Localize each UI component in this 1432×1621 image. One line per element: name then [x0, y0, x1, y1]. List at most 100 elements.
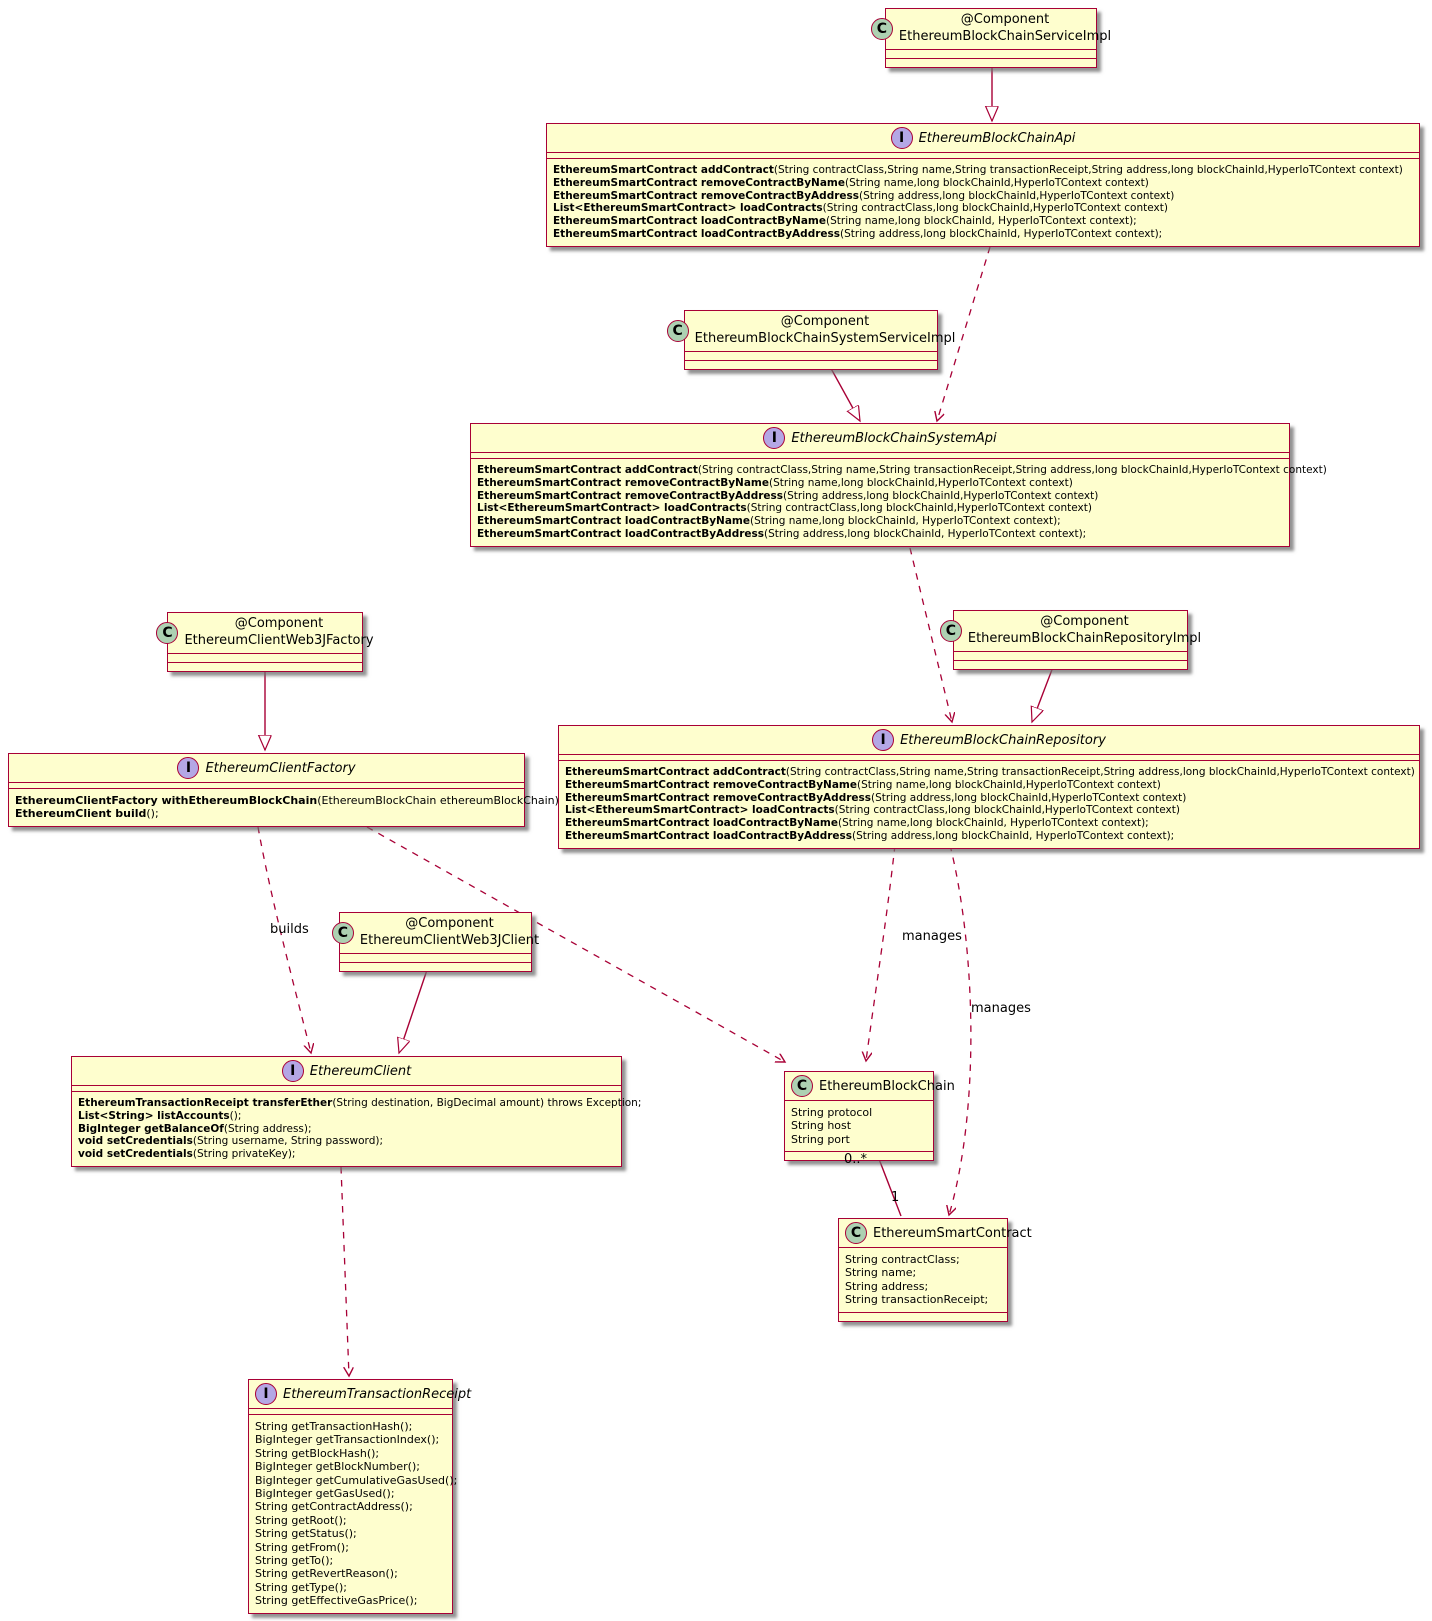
method-line: EthereumSmartContract loadContractByName…	[565, 817, 1149, 830]
method-line: BigInteger getCumulativeGasUsed();	[255, 1473, 458, 1487]
fields-compartment	[340, 952, 531, 962]
interface-icon: I	[763, 427, 786, 449]
method-line: EthereumSmartContract removeContractByAd…	[477, 489, 1099, 502]
interface-icon: I	[281, 1060, 304, 1082]
class-icon: C	[666, 319, 689, 342]
stereotype: @Component	[780, 314, 870, 329]
interface-name: EthereumClientFactory	[205, 760, 356, 776]
edge-dependency-repository-manages-blockchain	[866, 844, 896, 1061]
edge-aggregation-blockchain-smartcontract	[878, 1158, 902, 1217]
edge-dependency-systemapi-to-repository	[909, 547, 952, 722]
methods-compartment: EthereumSmartContract addContract(String…	[471, 458, 1327, 546]
method-line: String getStatus();	[255, 1527, 357, 1541]
method-line: String getFrom();	[255, 1540, 349, 1554]
fields-compartment	[471, 452, 1289, 458]
methods-compartment: String getTransactionHash(); BigInteger …	[249, 1414, 458, 1613]
interface-name: EthereumBlockChainApi	[918, 130, 1076, 146]
methods-compartment	[954, 659, 1187, 669]
edge-dependency-clientfactory-builds-client	[257, 826, 311, 1053]
method-line: EthereumTransactionReceipt transferEther…	[78, 1097, 642, 1109]
edge-realization-web3jclient-to-client	[399, 966, 429, 1053]
name: EthereumBlockChainServiceImpl	[898, 28, 1112, 44]
methods-compartment: EthereumClientFactory withEthereumBlockC…	[9, 788, 563, 826]
class-title: C @Component EthereumBlockChainSystemSer…	[666, 311, 955, 351]
name: EthereumBlockChainRepositoryImpl	[967, 630, 1202, 646]
method-line: String getRoot();	[255, 1513, 347, 1527]
method-line: EthereumSmartContract removeContractByAd…	[553, 189, 1175, 202]
fields-compartment	[559, 754, 1419, 760]
interface-title: I EthereumBlockChainSystemApi	[471, 424, 1289, 452]
class-box-ethereum-smart-contract: C EthereumSmartContract String contractC…	[838, 1218, 1032, 1322]
class-box-ethereum-blockchain: C EthereumBlockChain String protocol Str…	[784, 1071, 955, 1162]
edge-label-manages-smartcontract: manages	[971, 1001, 1031, 1016]
interface-box-ethereum-blockchain-api: I EthereumBlockChainApi EthereumSmartCon…	[546, 123, 1420, 247]
multiplicity-label-blockchain-end: 0..*	[844, 1152, 868, 1167]
class-title: C @Component EthereumClientWeb3JClient	[331, 913, 539, 953]
method-line: List<EthereumSmartContract> loadContract…	[477, 502, 1092, 515]
method-line: EthereumSmartContract removeContractByNa…	[565, 778, 1161, 791]
methods-compartment	[785, 1151, 933, 1160]
methods-compartment	[340, 961, 531, 971]
method-line: String getContractAddress();	[255, 1500, 413, 1514]
class-title: C @Component EthereumBlockChainServiceIm…	[870, 9, 1111, 49]
class-box-ethereum-client-web3j-factory: C @Component EthereumClientWeb3JFactory	[156, 612, 374, 672]
field-line: String contractClass;	[845, 1253, 960, 1266]
edge-dependency-clientfactory-to-blockchain	[366, 826, 785, 1062]
class-name: @Component EthereumBlockChainSystemServi…	[695, 314, 956, 348]
field-line: String host	[791, 1119, 852, 1133]
interface-title: I EthereumClientFactory	[9, 754, 524, 782]
method-line: BigInteger getBlockNumber();	[255, 1460, 420, 1474]
interface-box-ethereum-client: I EthereumClient EthereumTransactionRece…	[71, 1056, 642, 1167]
methods-compartment	[839, 1311, 1007, 1321]
method-line: String getType();	[255, 1580, 347, 1594]
fields-compartment: String protocol String host String port	[785, 1100, 933, 1151]
fields-compartment	[954, 650, 1187, 660]
edge-realization-systemserviceimpl-to-systemapi	[827, 362, 860, 421]
interface-title: I EthereumBlockChainApi	[547, 124, 1419, 152]
edge-dependency-api-to-systemapi	[937, 246, 991, 421]
class-icon: C	[156, 621, 179, 644]
class-box-ethereum-blockchain-repository-impl: C @Component EthereumBlockChainRepositor…	[939, 610, 1201, 670]
method-line: EthereumSmartContract loadContractByAddr…	[553, 227, 1163, 240]
class-name: EthereumBlockChain	[819, 1078, 955, 1094]
class-box-ethereum-blockchain-service-impl: C @Component EthereumBlockChainServiceIm…	[870, 8, 1111, 68]
method-line: EthereumSmartContract loadContractByName…	[477, 515, 1061, 528]
method-line: List<EthereumSmartContract> loadContract…	[553, 202, 1168, 215]
interface-title: I EthereumTransactionReceipt	[249, 1380, 471, 1408]
class-title: C EthereumSmartContract	[839, 1219, 1032, 1247]
method-line: EthereumSmartContract removeContractByNa…	[553, 176, 1149, 189]
fields-compartment	[249, 1408, 452, 1414]
interface-box-ethereum-transaction-receipt: I EthereumTransactionReceipt String getT…	[248, 1379, 471, 1614]
class-icon: C	[939, 619, 962, 642]
interface-name: EthereumTransactionReceipt	[283, 1386, 472, 1402]
interface-title: I EthereumClient	[72, 1057, 621, 1085]
stereotype: @Component	[960, 12, 1050, 27]
method-line: void setCredentials(String privateKey);	[78, 1148, 296, 1161]
method-line: EthereumSmartContract loadContractByAddr…	[477, 527, 1087, 540]
class-box-ethereum-client-web3j-client: C @Component EthereumClientWeb3JClient	[331, 912, 539, 972]
methods-compartment	[168, 661, 362, 671]
stereotype: @Component	[234, 616, 324, 631]
method-line: String getTo();	[255, 1554, 334, 1568]
method-line: EthereumClient build();	[15, 807, 159, 821]
fields-compartment	[886, 48, 1096, 58]
interface-name: EthereumBlockChainSystemApi	[791, 430, 997, 446]
fields-compartment	[685, 350, 937, 360]
interface-box-ethereum-blockchain-repository: I EthereumBlockChainRepository EthereumS…	[558, 725, 1420, 849]
methods-compartment: EthereumTransactionReceipt transferEther…	[72, 1091, 642, 1166]
field-line: String protocol	[791, 1106, 873, 1119]
method-line: String getRevertReason();	[255, 1567, 398, 1581]
class-title: C @Component EthereumBlockChainRepositor…	[939, 611, 1201, 651]
method-line: String getEffectiveGasPrice();	[255, 1594, 418, 1608]
name: EthereumClientWeb3JClient	[359, 932, 540, 948]
method-line: String getTransactionHash();	[255, 1420, 413, 1433]
method-line: BigInteger getBalanceOf(String address);	[78, 1122, 312, 1135]
fields-compartment	[72, 1085, 621, 1091]
methods-compartment: EthereumSmartContract addContract(String…	[547, 158, 1419, 246]
stereotype: @Component	[1040, 614, 1129, 629]
interface-name: EthereumBlockChainRepository	[900, 732, 1106, 748]
field-line: String transactionReceipt;	[845, 1293, 989, 1307]
method-line: EthereumClientFactory withEthereumBlockC…	[15, 794, 563, 807]
